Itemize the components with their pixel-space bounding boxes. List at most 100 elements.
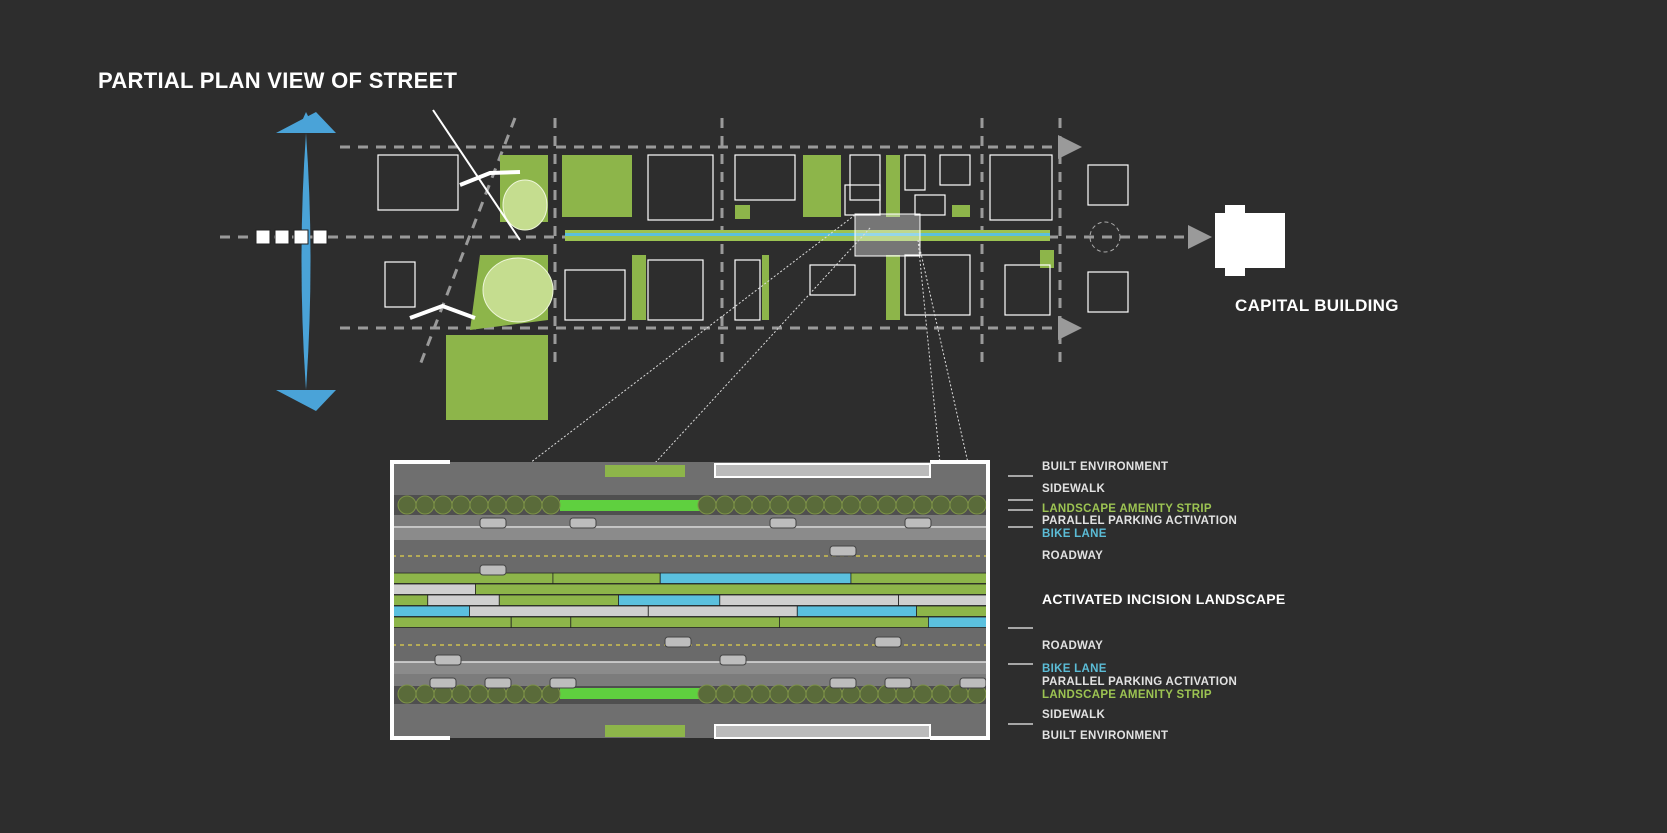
tree-icon — [769, 684, 789, 704]
building — [564, 269, 626, 321]
tree-icon — [787, 495, 807, 515]
incision-landscape-segment — [391, 594, 429, 606]
incision-landscape-segment — [427, 594, 500, 606]
leader-line — [917, 239, 969, 464]
car-icon — [434, 654, 462, 666]
tree-icon — [931, 684, 951, 704]
car-icon — [484, 677, 512, 689]
building — [647, 259, 704, 321]
building — [914, 194, 946, 216]
building — [734, 259, 761, 321]
car-icon — [959, 677, 987, 689]
tree-icon — [895, 495, 915, 515]
legend-bike-lane-2: BIKE LANE — [1042, 663, 1107, 675]
tree-icon — [805, 495, 825, 515]
incision-landscape-segment — [618, 594, 721, 606]
gate-marker-icon — [312, 229, 328, 245]
incision-landscape-segment — [510, 616, 572, 628]
diagonal-street-line — [418, 117, 517, 366]
building — [939, 154, 971, 186]
legend-sidewalk-2: SIDEWALK — [1042, 709, 1106, 721]
tree-icon — [733, 495, 753, 515]
gate-marker-icon — [293, 229, 309, 245]
incision-landscape-segment — [916, 605, 989, 617]
legend-roadway: ROADWAY — [1042, 550, 1104, 562]
car-icon — [719, 654, 747, 666]
gate-marker-icon — [255, 229, 271, 245]
incision-landscape-segment — [719, 594, 899, 606]
tree-icon — [769, 495, 789, 515]
incision-strip-blue — [565, 233, 1050, 236]
tree-icon — [931, 495, 951, 515]
tree-icon — [859, 684, 879, 704]
legend-leader-lines — [1008, 475, 1033, 725]
legend-built-environment-2: BUILT ENVIRONMENT — [1042, 730, 1169, 742]
tree-icon — [469, 495, 489, 515]
double-arrow-icon — [459, 170, 521, 187]
sidewalk-planter — [605, 465, 685, 477]
legend-built-environment: BUILT ENVIRONMENT — [1042, 461, 1169, 473]
tree-icon — [433, 495, 453, 515]
tree-icon — [697, 495, 717, 515]
incision-landscape-segment — [850, 572, 989, 584]
plaza-landscape — [502, 179, 548, 231]
leader-line — [917, 239, 941, 464]
incision-landscape-segment — [391, 605, 470, 617]
legend-parallel-parking-2: PARALLEL PARKING ACTIVATION — [1042, 676, 1238, 688]
tree-icon — [841, 495, 861, 515]
building — [904, 254, 971, 316]
sidewalk-planter — [605, 725, 685, 737]
bike-lane — [392, 528, 988, 540]
tree-icon — [523, 684, 543, 704]
green-space — [562, 155, 632, 217]
car-icon — [829, 545, 857, 557]
car-icon — [884, 677, 912, 689]
building — [809, 264, 856, 296]
legend-activated-incision: ACTIVATED INCISION LANDSCAPE — [1042, 591, 1286, 607]
tree-icon — [715, 684, 735, 704]
incision-landscape-segment — [552, 572, 661, 584]
building — [1087, 271, 1129, 313]
legend-roadway-2: ROADWAY — [1042, 640, 1104, 652]
tree-icon — [523, 495, 543, 515]
capital-building-icon — [1215, 205, 1285, 276]
building — [844, 184, 881, 216]
incision-landscape-segment — [391, 616, 512, 628]
car-icon — [874, 636, 902, 648]
car-icon — [829, 677, 857, 689]
gate-marker-icon — [274, 229, 290, 245]
building — [904, 154, 926, 191]
tree-icon — [805, 684, 825, 704]
tree-icon — [913, 495, 933, 515]
incision-landscape-segment — [898, 594, 989, 606]
car-icon — [479, 517, 507, 529]
green-space — [762, 255, 769, 320]
tree-icon — [397, 684, 417, 704]
tree-icon — [949, 495, 969, 515]
building — [647, 154, 714, 221]
green-space — [803, 155, 841, 217]
leader-line — [529, 214, 856, 464]
green-space — [886, 255, 900, 320]
incision-landscape-segment — [391, 583, 476, 595]
tree-icon — [469, 684, 489, 704]
bike-lane — [392, 662, 988, 674]
incision-landscape-segment — [391, 572, 554, 584]
tree-icon — [751, 684, 771, 704]
incision-landscape-segment — [779, 616, 929, 628]
leader-line — [654, 227, 871, 464]
car-icon — [569, 517, 597, 529]
tree-icon — [877, 495, 897, 515]
car-icon — [429, 677, 457, 689]
tree-icon — [415, 495, 435, 515]
title-pointer-line — [432, 109, 521, 241]
car-icon — [479, 564, 507, 576]
tree-icon — [451, 495, 471, 515]
car-icon — [549, 677, 577, 689]
section-frame — [930, 460, 990, 740]
plan-blocks — [255, 109, 1285, 464]
legend-landscape-strip: LANDSCAPE AMENITY STRIP — [1042, 503, 1212, 515]
tree-icon — [397, 495, 417, 515]
